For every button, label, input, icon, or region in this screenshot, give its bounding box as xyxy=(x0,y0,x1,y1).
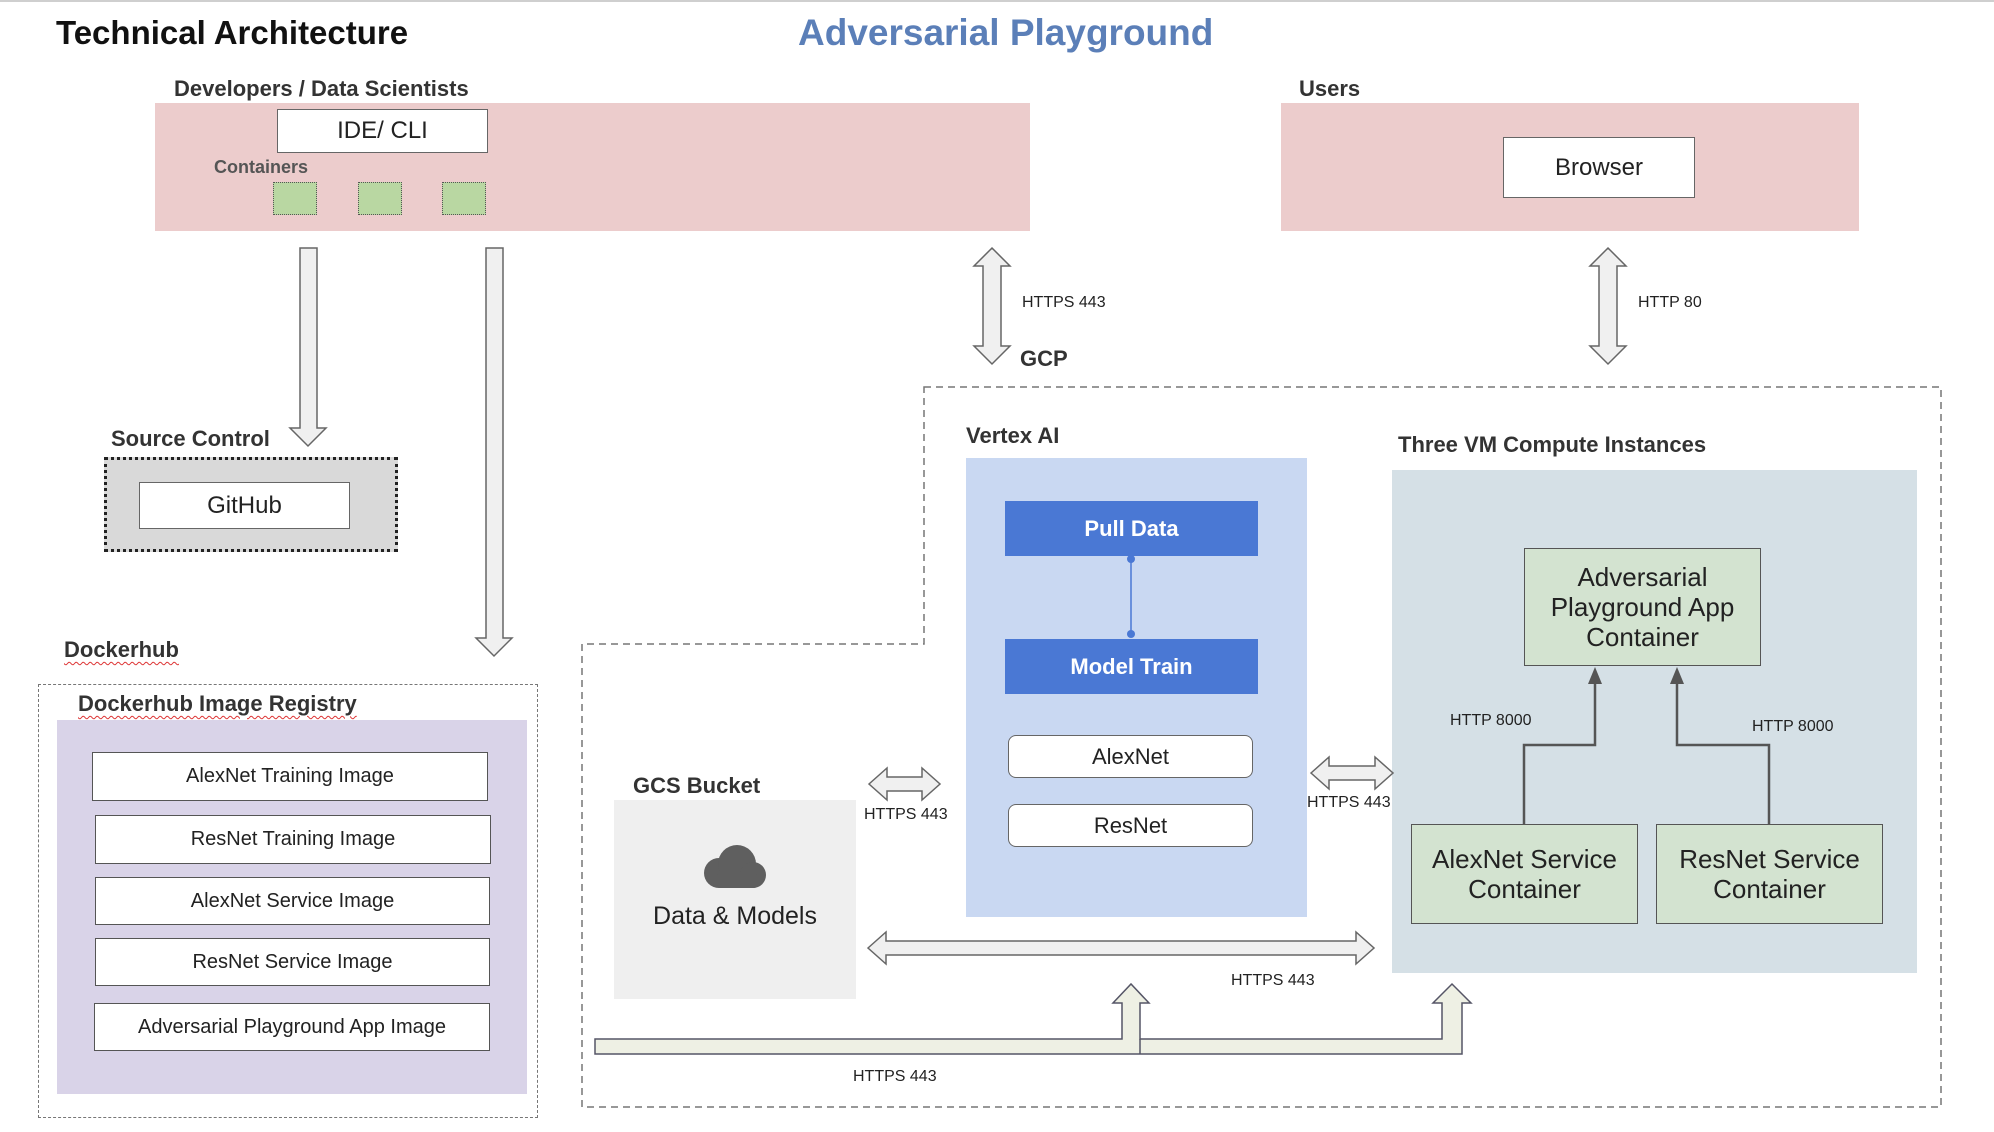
github-box: GitHub xyxy=(139,482,350,529)
registry-item: Adversarial Playground App Image xyxy=(94,1003,490,1051)
developers-label: Developers / Data Scientists xyxy=(174,76,469,101)
container-icon xyxy=(442,182,486,215)
dockerhub-dashed-border xyxy=(38,684,538,1118)
gcs-vertex-double-arrow xyxy=(867,766,942,802)
gcs-bucket-label: GCS Bucket xyxy=(633,773,761,798)
alexnet-app-connector xyxy=(1522,677,1597,824)
source-control-label: Source Control xyxy=(111,426,270,451)
resnet-app-connection-label: HTTP 8000 xyxy=(1752,718,1834,735)
container-icon xyxy=(358,182,402,215)
top-divider xyxy=(0,0,1994,2)
vertex-ai-label: Vertex AI xyxy=(966,423,1060,448)
gcs-vm-double-arrow xyxy=(866,930,1376,966)
registry-item: AlexNet Service Image xyxy=(95,877,490,925)
registry-label: Dockerhub Image Registry xyxy=(78,691,357,716)
resnet-app-connector xyxy=(1675,677,1771,824)
gcp-boundary xyxy=(581,386,1942,1108)
container-icon xyxy=(273,182,317,215)
dev-to-dockerhub-arrow xyxy=(474,247,514,658)
users-label: Users xyxy=(1299,76,1361,101)
alexnet-model: AlexNet xyxy=(1008,735,1253,778)
alexnet-service-container: AlexNet Service Container xyxy=(1411,824,1638,924)
registry-item: ResNet Training Image xyxy=(95,815,491,864)
registry-item: AlexNet Training Image xyxy=(92,752,488,801)
vm-instances-label: Three VM Compute Instances xyxy=(1398,432,1707,457)
dev-gcp-connection-label: HTTPS 443 xyxy=(1022,294,1106,311)
gcs-vm-connection-label: HTTPS 443 xyxy=(1231,972,1315,989)
gcs-bucket-panel xyxy=(614,800,856,999)
app-container: Adversarial Playground App Container xyxy=(1524,548,1761,666)
bottom-connection-label: HTTPS 443 xyxy=(853,1068,937,1085)
gcs-vertex-connection-label: HTTPS 443 xyxy=(864,806,948,823)
users-vm-double-arrow xyxy=(1588,246,1628,366)
ide-cli-box: IDE/ CLI xyxy=(277,109,488,153)
bottom-pipe-arrow xyxy=(594,982,1473,1055)
pull-data-step: Pull Data xyxy=(1005,501,1258,556)
dockerhub-label: Dockerhub xyxy=(64,637,179,662)
cloud-icon xyxy=(697,842,769,892)
gcp-label: GCP xyxy=(1020,346,1068,371)
registry-item: ResNet Service Image xyxy=(95,938,490,986)
dev-to-github-arrow xyxy=(288,247,328,448)
resnet-service-container: ResNet Service Container xyxy=(1656,824,1883,924)
dev-gcp-double-arrow xyxy=(972,246,1012,366)
resnet-model: ResNet xyxy=(1008,804,1253,847)
containers-label: Containers xyxy=(214,157,309,177)
vertex-vm-double-arrow xyxy=(1309,755,1395,791)
vertex-vm-connection-label: HTTPS 443 xyxy=(1307,794,1391,811)
users-vm-connection-label: HTTP 80 xyxy=(1638,294,1702,311)
browser-box: Browser xyxy=(1503,137,1695,198)
diagram-title: Adversarial Playground xyxy=(798,12,1214,53)
model-train-step: Model Train xyxy=(1005,639,1258,694)
page-title: Technical Architecture xyxy=(56,14,409,51)
data-models-label: Data & Models xyxy=(653,902,817,930)
alexnet-app-connection-label: HTTP 8000 xyxy=(1450,712,1532,729)
